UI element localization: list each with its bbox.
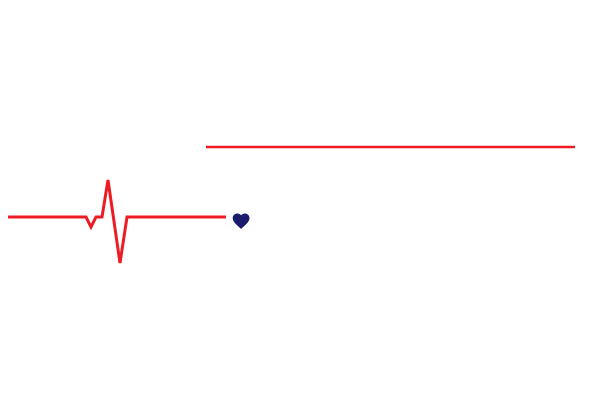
ekg-pulse-line [8,179,226,264]
heart-icon [232,213,250,229]
heart-shape [232,213,250,229]
